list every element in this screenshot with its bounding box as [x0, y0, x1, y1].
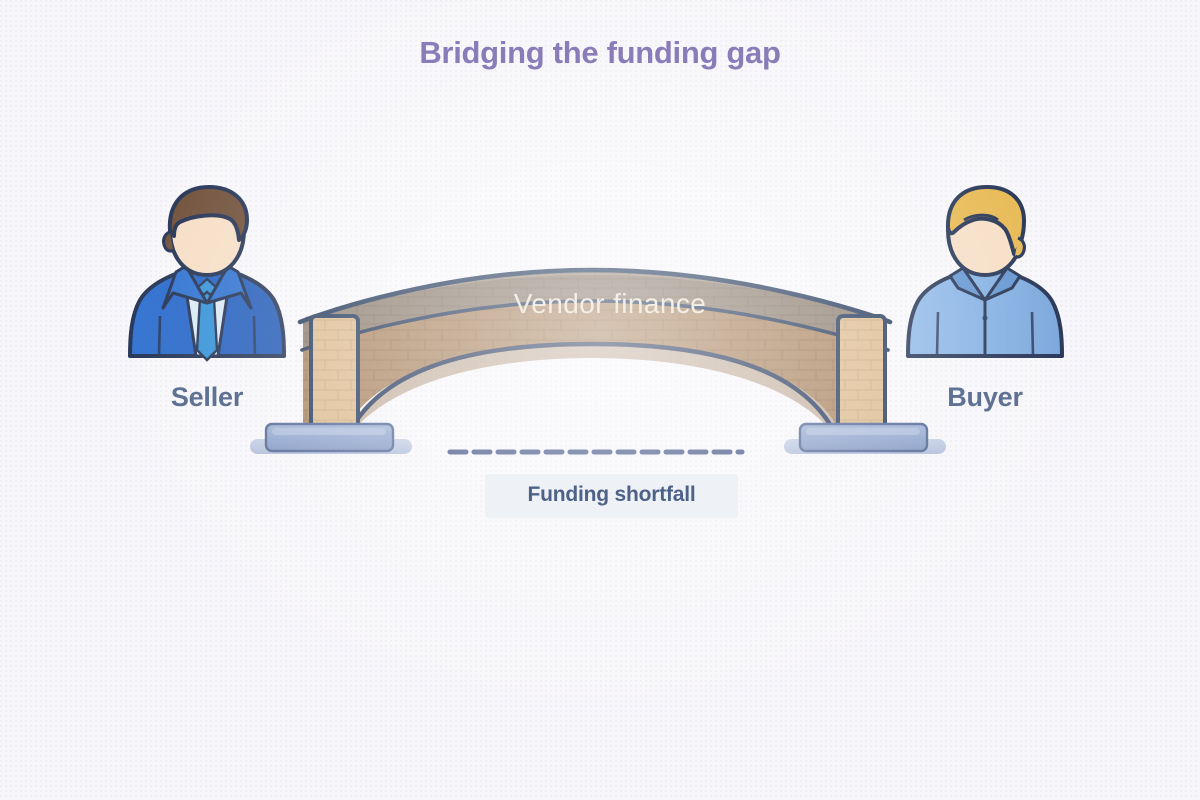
funding-shortfall-box	[485, 474, 738, 518]
buyer-button	[982, 315, 988, 321]
page-title: Bridging the funding gap	[419, 35, 781, 70]
seller-label: Seller	[170, 382, 244, 412]
funding-shortfall-label: Funding shortfall	[527, 483, 696, 506]
buyer-label: Buyer	[947, 382, 1023, 412]
buyer-figure	[906, 185, 1064, 358]
seller-sleeve-seam-right	[252, 315, 257, 357]
bridge-base-right	[784, 422, 946, 454]
seller-figure	[128, 185, 286, 362]
seller-sleeve-seam-left	[157, 315, 162, 357]
bridge-base-left	[250, 422, 412, 454]
buyer-sleeve-seam-right	[1030, 311, 1035, 357]
bridge-arch-label: Vendor finance	[513, 288, 707, 319]
buyer-sleeve-seam-left	[935, 311, 940, 357]
